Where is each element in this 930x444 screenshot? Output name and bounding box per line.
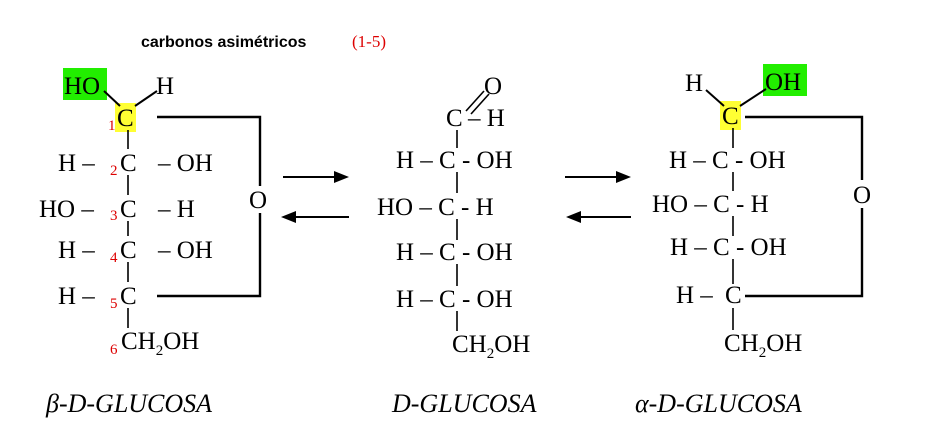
equilibrium-arrows-left bbox=[281, 171, 349, 223]
beta-top-right-label: H bbox=[156, 73, 174, 100]
alpha-c1: C bbox=[722, 103, 739, 130]
alpha-oh-highlight bbox=[763, 64, 807, 96]
open-c1-right: – H bbox=[467, 105, 505, 132]
beta-row4-left: H – bbox=[58, 237, 95, 264]
alpha-glucose-structure: H OH C H – C - OH HO – C - H H – C - OH … bbox=[635, 64, 871, 418]
beta-num-4: 4 bbox=[110, 250, 118, 266]
beta-row3-left: HO – bbox=[39, 196, 94, 223]
beta-num-6: 6 bbox=[110, 342, 118, 358]
open-caption: D-GLUCOSA bbox=[391, 389, 537, 418]
open-row2: H – C - OH bbox=[396, 147, 513, 174]
alpha-bond-h bbox=[705, 89, 725, 107]
beta-c1-highlight bbox=[115, 103, 136, 132]
arrow-back-left-head bbox=[281, 211, 296, 223]
alpha-row4: H – C - OH bbox=[670, 234, 787, 261]
beta-c4: C bbox=[120, 237, 137, 264]
beta-num-3: 3 bbox=[110, 208, 118, 224]
alpha-c6: CH2OH bbox=[724, 330, 802, 361]
open-c6: CH2OH bbox=[452, 331, 530, 362]
beta-ho-highlight bbox=[63, 68, 107, 100]
beta-c1: C bbox=[117, 105, 134, 132]
beta-c5: C bbox=[120, 283, 137, 310]
header-range: (1-5) bbox=[352, 32, 386, 51]
open-glucose-structure: O C – H H – C - OH HO – C - H H – C - OH… bbox=[377, 73, 537, 418]
alpha-caption: α-D-GLUCOSA bbox=[635, 389, 802, 418]
beta-row4-right: – OH bbox=[157, 237, 213, 264]
beta-top-left-label: HO bbox=[64, 73, 100, 100]
beta-bond-ho bbox=[103, 90, 121, 107]
alpha-bond-oh bbox=[739, 88, 767, 107]
beta-glucose-structure: HO H 1 C H – 2 C – OH HO – 3 C – H H – 4… bbox=[39, 68, 267, 418]
beta-ring-oxygen: O bbox=[249, 187, 267, 214]
arrow-back-right-head bbox=[566, 211, 581, 223]
beta-bond-h bbox=[134, 90, 158, 107]
open-row5: H – C - OH bbox=[396, 286, 513, 313]
beta-c6: CH2OH bbox=[121, 328, 199, 359]
beta-row5-left: H – bbox=[58, 283, 95, 310]
beta-num-2: 2 bbox=[110, 163, 118, 179]
open-oxygen: O bbox=[484, 73, 502, 100]
beta-caption: β-D-GLUCOSA bbox=[45, 389, 212, 418]
beta-ring-bond-bottom bbox=[157, 213, 262, 298]
header-title: carbonos asimétricos bbox=[141, 34, 307, 51]
alpha-row2: H – C - OH bbox=[669, 147, 786, 174]
open-double-bond-2 bbox=[470, 93, 490, 115]
alpha-row5-left: H – bbox=[676, 282, 713, 309]
beta-ring-bond-top bbox=[157, 115, 262, 186]
alpha-row3: HO – C - H bbox=[652, 191, 769, 218]
open-row4: H – C - OH bbox=[396, 239, 513, 266]
alpha-ring-bond-bottom bbox=[745, 208, 864, 298]
arrow-forward-left-head bbox=[334, 171, 349, 183]
alpha-ring-bond-top bbox=[745, 115, 864, 180]
alpha-c5: C bbox=[725, 282, 742, 309]
open-double-bond-1 bbox=[465, 90, 485, 112]
equilibrium-arrows-right bbox=[565, 171, 631, 223]
beta-num-1: 1 bbox=[108, 118, 116, 134]
beta-c2: C bbox=[120, 150, 137, 177]
beta-row2-left: H – bbox=[58, 150, 95, 177]
open-c1: C bbox=[446, 105, 463, 132]
beta-row3-right: – H bbox=[157, 196, 195, 223]
arrow-forward-right-head bbox=[616, 171, 631, 183]
beta-row2-right: – OH bbox=[157, 150, 213, 177]
alpha-c1-highlight bbox=[720, 101, 741, 130]
alpha-top-left-label: H bbox=[685, 70, 703, 97]
alpha-top-right-label: OH bbox=[765, 69, 801, 96]
alpha-ring-oxygen: O bbox=[853, 182, 871, 209]
open-row3: HO – C - H bbox=[377, 194, 494, 221]
beta-c3: C bbox=[120, 196, 137, 223]
beta-num-5: 5 bbox=[110, 296, 118, 312]
